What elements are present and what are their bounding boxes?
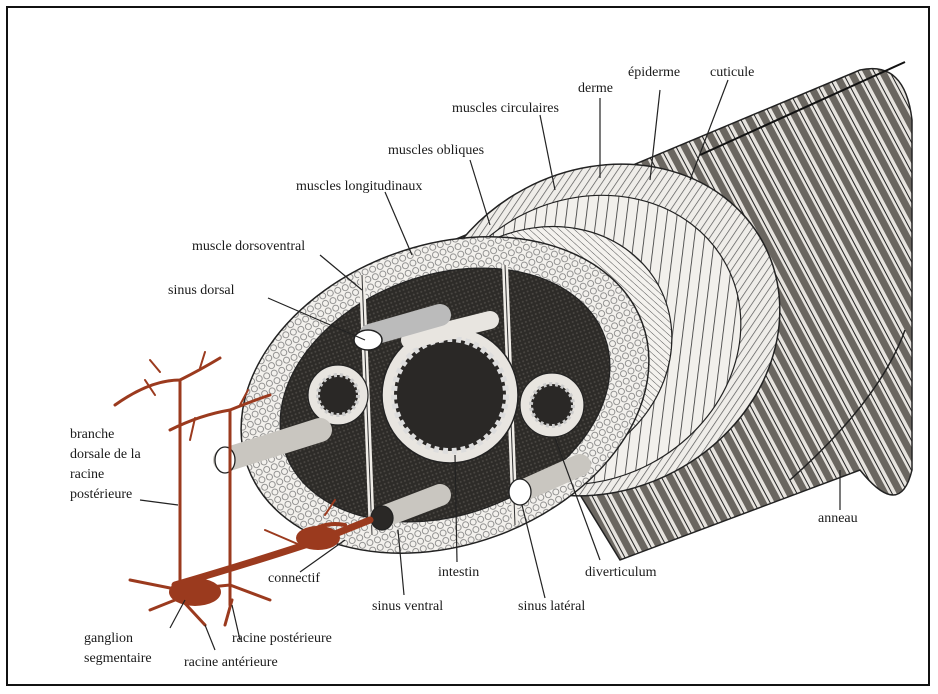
label-muscle-dorsoventral: muscle dorsoventral [192, 239, 305, 254]
label-muscles-circulaires: muscles circulaires [452, 101, 559, 116]
label-epiderme: épiderme [628, 65, 680, 80]
label-branche-3: racine [70, 467, 104, 482]
label-diverticulum: diverticulum [585, 565, 657, 580]
label-sinus-dorsal: sinus dorsal [168, 283, 235, 298]
label-racine-anterieure: racine antérieure [184, 655, 278, 670]
label-ganglion-2: segmentaire [84, 651, 152, 666]
label-connectif: connectif [268, 571, 320, 586]
label-cuticule: cuticule [710, 65, 754, 80]
label-anneau: anneau [818, 511, 858, 526]
label-sinus-ventral: sinus ventral [372, 599, 443, 614]
label-intestin: intestin [438, 565, 479, 580]
label-derme: derme [578, 81, 613, 96]
label-branche-1: branche [70, 427, 114, 442]
label-branche-4: postérieure [70, 487, 132, 502]
label-ganglion-1: ganglion [84, 631, 133, 646]
label-racine-posterieure: racine postérieure [232, 631, 332, 646]
label-muscles-longitudinaux: muscles longitudinaux [296, 179, 422, 194]
label-muscles-obliques: muscles obliques [388, 143, 484, 158]
label-branche-2: dorsale de la [70, 447, 142, 462]
label-sinus-lateral: sinus latéral [518, 599, 585, 614]
